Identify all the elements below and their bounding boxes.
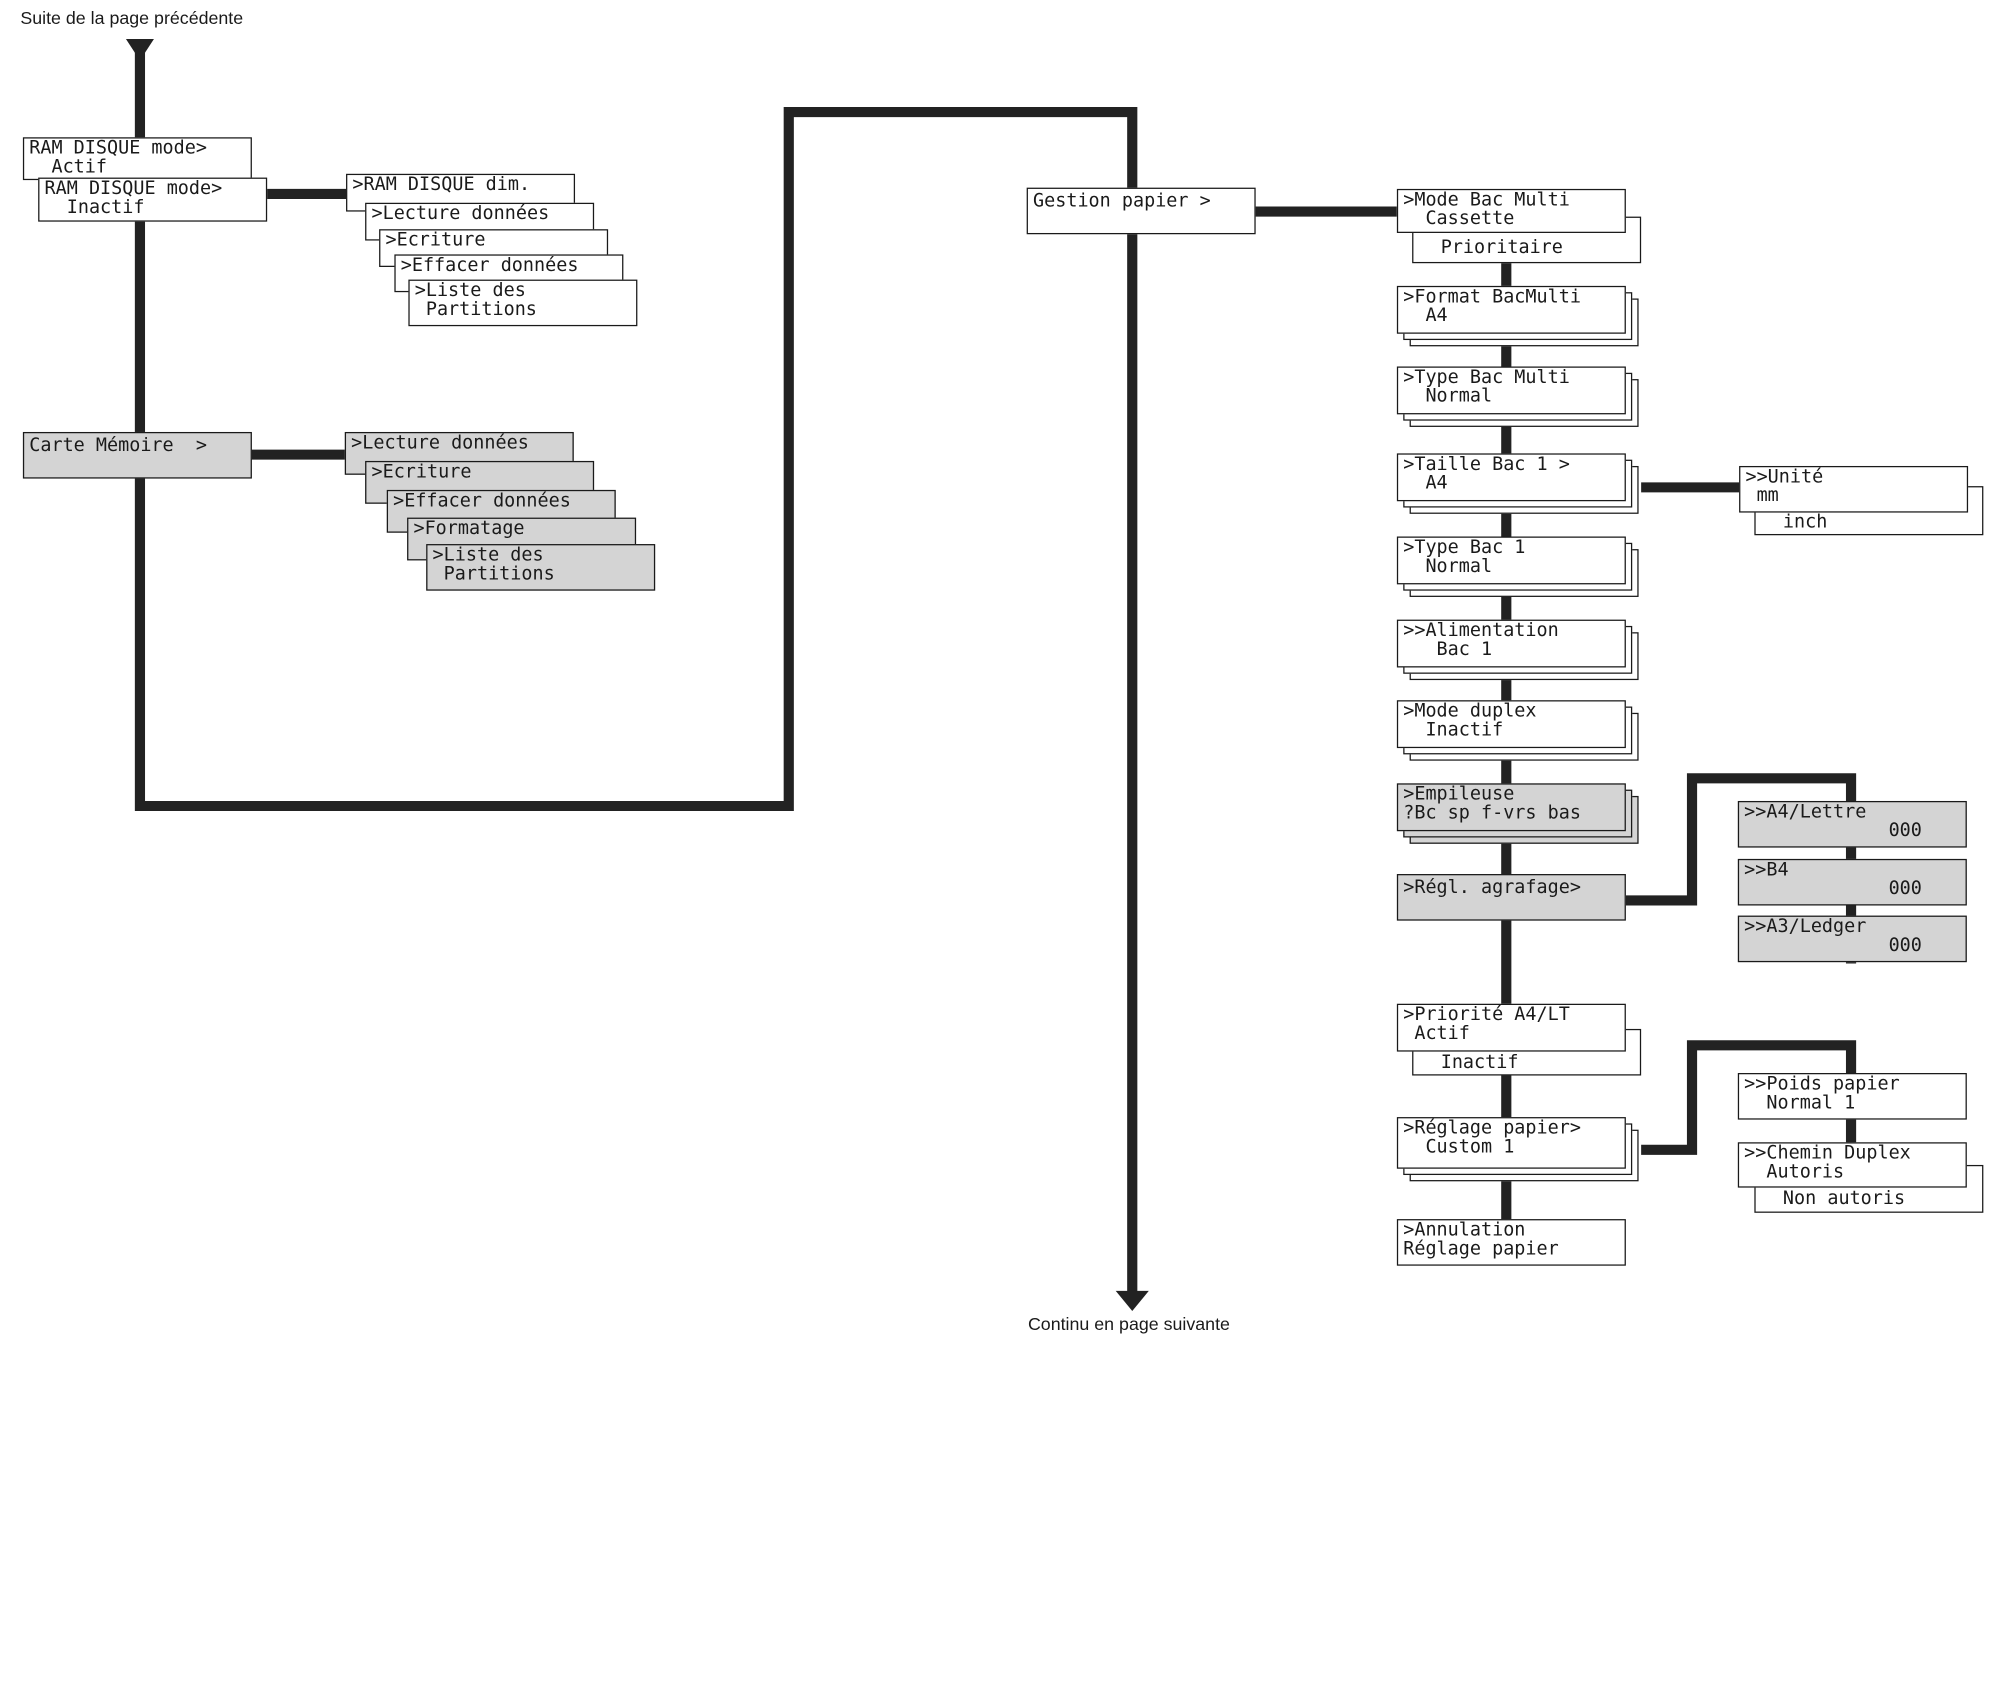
menu-line: Inactif <box>1403 720 1504 741</box>
menu-line: inch <box>1760 512 1828 533</box>
menu-line: Actif <box>29 157 108 178</box>
bottom-caption: Continu en page suivante <box>1027 1313 1230 1334</box>
menu-line: >Priorité A4/LT <box>1403 1005 1570 1026</box>
menu-line: Partitions <box>414 299 537 320</box>
menu-line: >Empileuse <box>1403 784 1515 805</box>
menu-line: >>A3/Ledger <box>1744 916 1867 937</box>
b4[interactable]: >>B4 000 <box>1737 858 1967 906</box>
menu-line: ?Bc sp f-vrs bas <box>1403 803 1581 824</box>
ram-disque-mode-inactif[interactable]: RAM DISQUE mode> Inactif <box>38 177 268 222</box>
type-bac-multi[interactable]: >Type Bac Multi Normal <box>1396 366 1626 415</box>
menu-line: >>Unité <box>1745 467 1824 488</box>
poids-papier[interactable]: >>Poids papier Normal 1 <box>1737 1073 1967 1120</box>
menu-line: Autoris <box>1744 1162 1845 1183</box>
menu-line: Partitions <box>432 564 555 585</box>
menu-line: >Taille Bac 1 > <box>1403 454 1570 475</box>
menu-line: >Formatage <box>413 518 525 540</box>
menu-line: Inactif <box>1418 1052 1519 1074</box>
mode-duplex[interactable]: >Mode duplex Inactif <box>1396 700 1626 749</box>
arrow-down-top-icon <box>125 39 154 61</box>
unite[interactable]: >>Unité mm <box>1739 465 1969 513</box>
connector-lines <box>125 39 1857 1312</box>
a3-ledger[interactable]: >>A3/Ledger 000 <box>1737 915 1967 963</box>
menu-line: >>Chemin Duplex <box>1744 1143 1911 1164</box>
menu-line: Non autoris <box>1760 1188 1906 1210</box>
carte-liste-partitions[interactable]: >Liste des Partitions <box>426 544 656 591</box>
top-caption: Suite de la page précédente <box>20 7 244 28</box>
menu-line: Normal <box>1403 386 1493 407</box>
menu-line: >Type Bac 1 <box>1403 537 1526 558</box>
menu-line: 000 <box>1744 879 1922 900</box>
a4-lettre[interactable]: >>A4/Lettre 000 <box>1737 800 1967 848</box>
gestion-papier[interactable]: Gestion papier > <box>1026 187 1256 235</box>
mode-bac-multi[interactable]: >Mode Bac Multi Cassette <box>1396 188 1626 233</box>
carte-memoire[interactable]: Carte Mémoire > <box>22 431 252 479</box>
menu-line: Bac 1 <box>1403 639 1493 660</box>
menu-line: RAM DISQUE mode> <box>44 178 223 199</box>
ram-disque-mode-actif[interactable]: RAM DISQUE mode> Actif <box>22 137 252 181</box>
reglage-papier[interactable]: >Réglage papier> Custom 1 <box>1396 1117 1626 1169</box>
menu-line: >RAM DISQUE dim. <box>352 175 531 196</box>
menu-line: >Effacer données <box>393 491 571 512</box>
menu-line: Gestion papier > <box>1033 191 1211 212</box>
menu-line: Inactif <box>44 197 145 218</box>
menu-line: >Liste des <box>432 545 544 566</box>
menu-line: >Effacer données <box>400 255 579 276</box>
menu-line: >Liste des <box>414 280 526 301</box>
menu-line: Normal <box>1403 556 1493 577</box>
regl-agrafage[interactable]: >Régl. agrafage> <box>1396 874 1626 921</box>
menu-line: A4 <box>1403 306 1448 327</box>
menu-line: >Régl. agrafage> <box>1403 877 1581 898</box>
menu-line: Réglage papier <box>1403 1239 1559 1260</box>
menu-line: >Mode Bac Multi <box>1403 190 1570 211</box>
menu-line: Prioritaire <box>1418 238 1563 259</box>
menu-line: Cassette <box>1403 209 1515 230</box>
menu-line: >>B4 <box>1744 860 1789 881</box>
menu-line: RAM DISQUE mode> <box>29 138 207 159</box>
menu-line: >Lecture données <box>351 433 529 454</box>
taille-bac-1[interactable]: >Taille Bac 1 > A4 <box>1396 453 1626 502</box>
ram-liste-partitions[interactable]: >Liste des Partitions <box>408 279 638 327</box>
priorite-a4-lt[interactable]: >Priorité A4/LT Actif <box>1396 1003 1626 1052</box>
menu-line: >Ecriture <box>371 462 472 483</box>
menu-line: Normal 1 <box>1744 1093 1856 1114</box>
menu-line: >Ecriture <box>385 230 486 251</box>
menu-line: >Réglage papier> <box>1403 1118 1581 1139</box>
menu-line: A4 <box>1403 473 1448 494</box>
arrow-down-bottom-icon <box>1115 1290 1149 1312</box>
menu-line: >Type Bac Multi <box>1403 367 1570 388</box>
chemin-duplex[interactable]: >>Chemin Duplex Autoris <box>1737 1142 1967 1188</box>
empileuse[interactable]: >Empileuse?Bc sp f-vrs bas <box>1396 783 1626 832</box>
menu-line: 000 <box>1744 821 1922 842</box>
menu-line: Custom 1 <box>1403 1137 1515 1158</box>
menu-line: 000 <box>1744 935 1922 956</box>
format-bac-multi[interactable]: >Format BacMulti A4 <box>1396 285 1626 334</box>
type-bac-1[interactable]: >Type Bac 1 Normal <box>1396 536 1626 585</box>
menu-line: >Format BacMulti <box>1403 287 1581 308</box>
menu-line: >Annulation <box>1403 1220 1526 1241</box>
menu-line: Carte Mémoire > <box>29 435 207 456</box>
menu-line: >>A4/Lettre <box>1744 802 1867 823</box>
menu-line: >>Alimentation <box>1403 620 1559 642</box>
menu-line: >>Poids papier <box>1744 1074 1900 1095</box>
menu-line: >Mode duplex <box>1403 701 1537 722</box>
menu-line: Actif <box>1403 1023 1470 1045</box>
menu-line: >Lecture données <box>371 204 550 225</box>
menu-line: mm <box>1745 486 1779 507</box>
alimentation[interactable]: >>Alimentation Bac 1 <box>1396 619 1626 668</box>
